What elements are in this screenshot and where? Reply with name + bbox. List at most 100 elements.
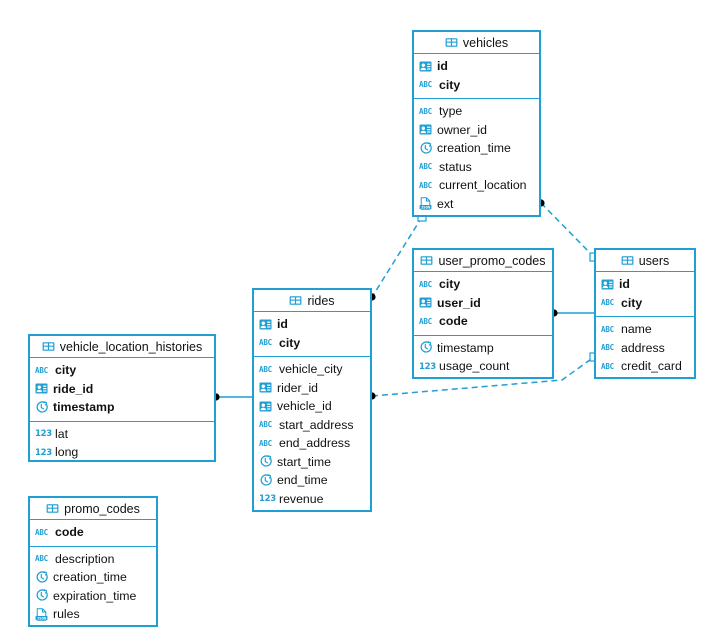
field-label: description [55,551,115,566]
primary-key-row-ride_id[interactable]: ride_id [30,380,214,399]
entity-header-users[interactable]: users [596,250,694,272]
primary-key-row-id[interactable]: id [414,57,539,76]
table-grid-icon [621,254,634,267]
primary-key-label: user_id [437,295,481,310]
field-row-end_time[interactable]: end_time [254,471,370,490]
primary-key-label: city [279,335,301,350]
clock-icon [35,401,48,414]
id-card-icon [419,60,432,73]
primary-key-row-id[interactable]: id [254,315,370,334]
field-row-creation_time[interactable]: creation_time [414,139,539,158]
id-card-icon [419,296,432,309]
field-label: start_address [279,417,354,432]
field-row-expiration_time[interactable]: expiration_time [30,587,156,606]
field-row-start_time[interactable]: start_time [254,453,370,472]
id-card-icon [259,318,272,331]
primary-key-label: city [439,277,461,292]
primary-key-row-city[interactable]: ABC city [414,275,552,294]
field-row-creation_time[interactable]: creation_time [30,568,156,587]
entity-header-user_promo_codes[interactable]: user_promo_codes [414,250,552,272]
abc-icon: ABC [259,338,272,348]
entity-header-vehicle_location_histories[interactable]: vehicle_location_histories [30,336,214,358]
abc-icon: ABC [35,554,48,564]
table-grid-icon [445,36,458,49]
field-label: end_address [279,436,351,451]
id-card-icon [259,381,272,394]
entity-title: vehicles [462,35,509,50]
field-label: address [621,340,665,355]
field-label: creation_time [437,141,511,156]
primary-key-label: id [437,59,448,74]
abc-icon: ABC [419,162,432,172]
primary-key-row-user_id[interactable]: user_id [414,294,552,313]
field-row-description[interactable]: ABC description [30,550,156,569]
field-row-rider_id[interactable]: rider_id [254,379,370,398]
abc-icon: ABC [35,365,48,375]
json-document-icon: JSON [419,197,432,210]
abc-icon: ABC [601,361,614,371]
field-row-owner_id[interactable]: owner_id [414,121,539,140]
field-label: lat [55,426,68,441]
field-row-rules[interactable]: JSON rules [30,605,156,624]
entity-title: rides [307,293,335,308]
primary-key-label: ride_id [53,381,94,396]
field-label: ext [437,196,454,211]
field-label: vehicle_id [277,399,332,414]
field-row-type[interactable]: ABC type [414,102,539,121]
entity-header-vehicles[interactable]: vehicles [414,32,539,54]
table-grid-icon [289,294,302,307]
entity-header-promo_codes[interactable]: promo_codes [30,498,156,520]
primary-key-label: id [277,317,288,332]
primary-key-row-timestamp[interactable]: timestamp [30,398,214,417]
field-label: rules [53,607,80,622]
field-label: type [439,104,463,119]
entity-title: user_promo_codes [438,253,546,268]
primary-key-row-city[interactable]: ABC city [254,334,370,353]
primary-key-label: id [619,277,630,292]
field-row-ext[interactable]: JSON ext [414,195,539,214]
field-label: owner_id [437,122,487,137]
abc-icon: ABC [419,106,432,116]
primary-key-row-city[interactable]: ABC city [596,294,694,313]
abc-icon: ABC [419,279,432,289]
primary-key-label: city [621,295,643,310]
field-row-timestamp[interactable]: timestamp [414,339,552,358]
svg-text:JSON: JSON [37,615,47,620]
entity-header-rides[interactable]: rides [254,290,370,312]
primary-key-row-id[interactable]: id [596,275,694,294]
json-document-icon: JSON [35,608,48,621]
field-row-vehicle_id[interactable]: vehicle_id [254,397,370,416]
abc-icon: ABC [601,298,614,308]
clock-icon [35,571,48,584]
